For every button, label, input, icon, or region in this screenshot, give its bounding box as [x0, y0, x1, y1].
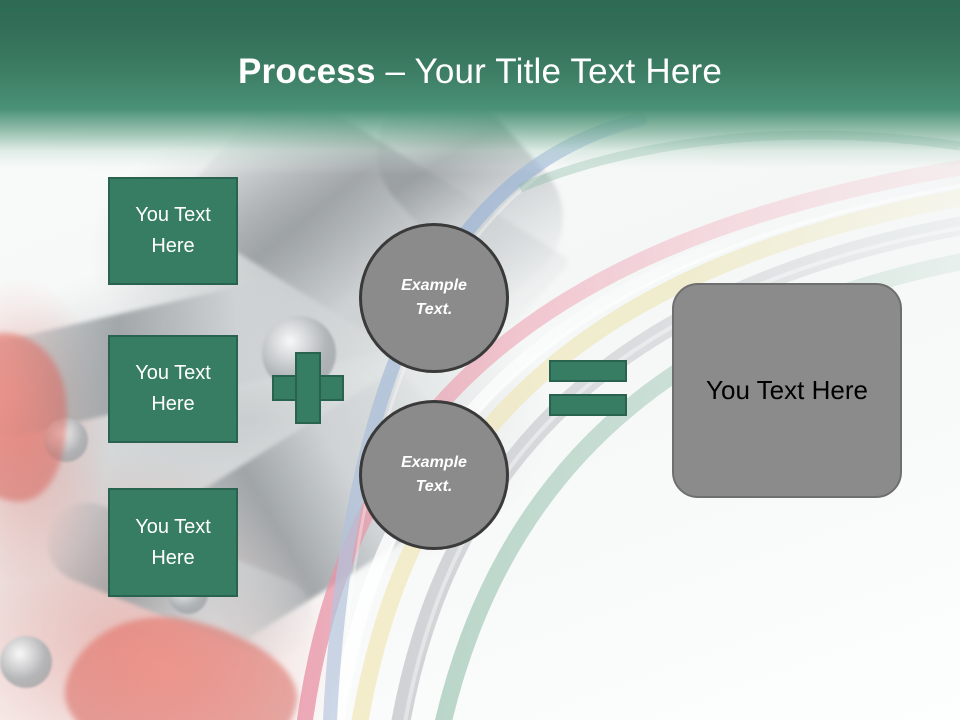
input-box-1-label: You Text Here — [135, 204, 211, 257]
example-circle-2-line2: Text. — [415, 478, 453, 495]
header-band — [0, 0, 960, 175]
equals-icon-bottom-bar — [549, 394, 627, 416]
input-box-3[interactable]: You Text Here — [108, 488, 238, 597]
plus-icon — [272, 352, 344, 424]
page-title-strong: Process — [238, 52, 376, 91]
example-circle-2[interactable]: Example Text. — [359, 400, 509, 550]
example-circle-1-line1: Example — [401, 277, 467, 294]
plus-icon-vertical-bar — [295, 352, 321, 424]
equals-icon-top-bar — [549, 360, 627, 382]
input-box-3-label: You Text Here — [135, 515, 211, 569]
example-circle-1[interactable]: Example Text. — [359, 223, 509, 373]
input-box-2[interactable]: You Text Here — [108, 335, 238, 443]
equals-icon — [549, 360, 627, 416]
page-title-dash: – — [375, 52, 415, 91]
result-card-label: You Text Here — [706, 375, 868, 405]
example-circle-1-line2: Text. — [415, 301, 453, 318]
result-card[interactable]: You Text Here — [672, 283, 902, 498]
tool-pivot-icon — [0, 636, 52, 688]
input-box-2-label: You Text Here — [135, 362, 211, 415]
example-circle-2-line1: Example — [401, 454, 467, 471]
page-title-rest: Your Title Text Here — [414, 52, 722, 91]
input-box-1[interactable]: You Text Here — [108, 177, 238, 285]
page-title: Process – Your Title Text Here — [0, 50, 960, 94]
